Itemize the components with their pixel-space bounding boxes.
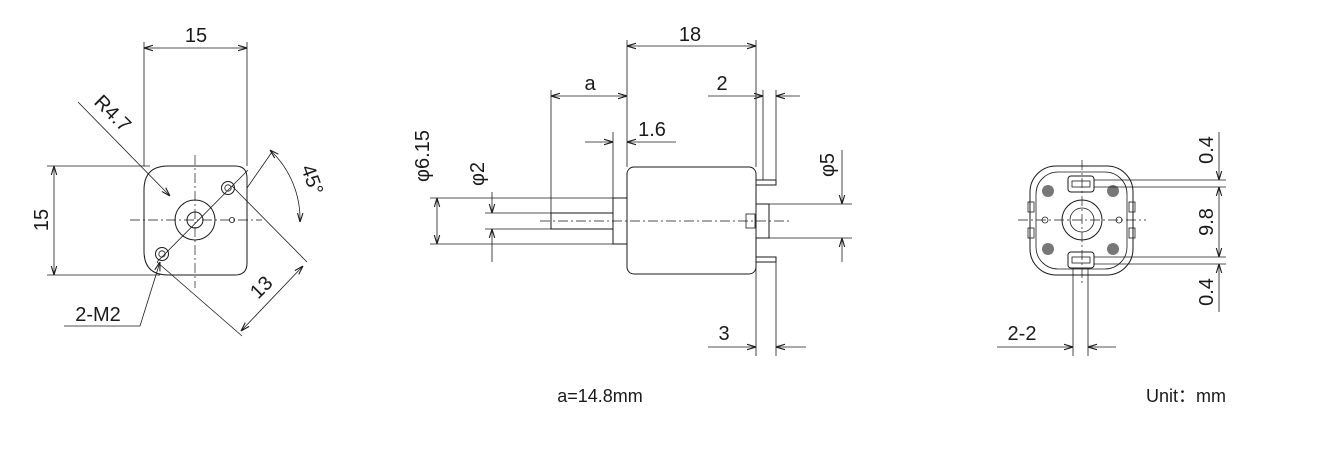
side-view-terminal-bottom (755, 256, 777, 263)
housing-diameter-label: φ6.15 (412, 130, 434, 182)
front-view: 15 15 R4.7 45° 13 2-M2 (31, 25, 327, 337)
rear-view-notch-right-bottom (1128, 227, 1136, 239)
height-dimension-label: 15 (31, 209, 53, 231)
side-view: 18 a 2 1.6 φ6.15 φ2 φ5 (412, 24, 852, 406)
rear-view-terminal-top (1067, 175, 1095, 193)
rear-view-body-inner (1035, 171, 1128, 270)
hole-note-label: 2-M2 (75, 304, 121, 326)
boss-diameter-label: φ5 (817, 153, 839, 177)
front-view-small-hole (228, 216, 235, 223)
collar-dimension-label: 1.6 (638, 119, 666, 141)
angle-arc (270, 150, 300, 222)
rear-view-notch-left-bottom (1027, 227, 1035, 239)
diagonal-extension-a (156, 261, 243, 337)
rear-view-boss-inner (1069, 207, 1095, 233)
front-view-hole-bottom (155, 247, 169, 261)
rear-view-body (1029, 165, 1134, 276)
front-view-hole-top-inner (224, 184, 232, 192)
width-dimension-label: 15 (185, 25, 207, 47)
angle-dimension-label: 45° (296, 162, 327, 198)
radius-leader (77, 101, 170, 196)
rear-view-brush-bottom-left (1042, 243, 1054, 255)
front-view-hole-top (221, 181, 235, 195)
front-view-diagonal (156, 169, 249, 263)
rear-view-notch-left-top (1027, 201, 1035, 213)
rear-top-gap-label: 0.4 (1196, 136, 1218, 164)
rear-view-brush-top-left (1042, 185, 1054, 197)
length-dimension-label: 18 (679, 24, 701, 46)
side-view-terminal-top (755, 179, 777, 186)
rear-view-notch-right-top (1128, 201, 1136, 213)
front-view-boss (174, 199, 216, 241)
side-view-body (626, 166, 757, 275)
rear-view-boss (1061, 199, 1103, 241)
rear-view-brush-bottom-right (1107, 243, 1119, 255)
terminal-offset-label: 3 (718, 323, 729, 345)
rear-view-terminal-bottom (1067, 251, 1095, 269)
diagonal-extension-b (231, 185, 308, 263)
unit-note: Unit：mm (1146, 386, 1226, 406)
diagonal-dimension-label: 13 (246, 272, 277, 303)
terminal-dimension-label: 2 (716, 73, 727, 95)
front-view-hole-bottom-inner (158, 250, 166, 258)
shaft-length-footnote: a=14.8mm (557, 386, 643, 406)
front-view-shaft (186, 211, 204, 229)
front-view-body-outline (143, 165, 248, 276)
rear-view-terminal-top-slot (1071, 180, 1091, 188)
shaft-diameter-label: φ2 (467, 162, 489, 186)
rear-view: 0.4 9.8 0.4 2-2 Unit：mm (997, 132, 1226, 406)
rear-bottom-gap-label: 0.4 (1196, 278, 1218, 306)
terminal-width-label: 2-2 (1008, 323, 1037, 345)
rear-pitch-label: 9.8 (1196, 208, 1218, 236)
rear-view-small-hole-right (1115, 216, 1123, 224)
angle-reference-line (246, 151, 273, 189)
diagonal-dimension-line (241, 266, 303, 331)
rear-view-terminal-bottom-slot (1071, 256, 1091, 264)
rear-view-brush-top-right (1107, 185, 1119, 197)
radius-dimension-label: R4.7 (90, 91, 135, 136)
hole-note-leader (64, 262, 160, 327)
rear-view-small-hole-left (1041, 216, 1049, 224)
shaft-length-dimension-label: a (584, 73, 596, 95)
